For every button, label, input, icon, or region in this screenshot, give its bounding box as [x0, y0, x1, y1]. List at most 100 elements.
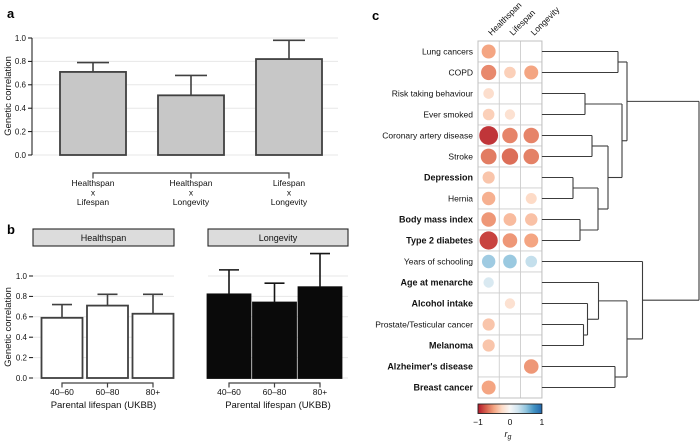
x-category-label: x: [189, 188, 194, 198]
trait-label: Stroke: [448, 152, 473, 162]
trait-label: Ever smoked: [423, 110, 473, 120]
x-category-label: Lifespan: [273, 178, 305, 188]
corr-dot: [502, 233, 518, 248]
x-category-label: Healthspan: [71, 178, 114, 188]
corr-dot: [482, 339, 495, 352]
y-tick-label: 0.6: [16, 313, 28, 322]
trait-label: Risk taking behaviour: [392, 89, 473, 99]
matrix-cell: [498, 82, 522, 105]
corr-dot: [482, 108, 495, 121]
trait-label: Years of schooling: [404, 257, 473, 267]
y-tick-label: 0.4: [15, 104, 27, 113]
matrix-cell: [498, 40, 522, 63]
x-axis-bracket: [61, 382, 154, 388]
y-tick-label: 0.0: [16, 374, 28, 383]
corr-dot: [503, 254, 517, 269]
matrix-cell: [520, 334, 543, 357]
matrix-cell: [498, 334, 522, 357]
matrix-cell: [520, 271, 543, 294]
colorbar-tick-label: −1: [473, 417, 483, 427]
bar: [255, 58, 323, 156]
trait-label: Melanoma: [429, 341, 474, 351]
x-tick-label: 40–60: [217, 387, 241, 397]
x-category-label: Longevity: [173, 197, 210, 207]
trait-label: Depression: [424, 173, 473, 183]
matrix-cell: [498, 376, 522, 399]
corr-dot: [523, 127, 539, 144]
x-tick-label: 80+: [146, 387, 160, 397]
colorbar-tick-label: 0: [508, 417, 513, 427]
x-tick-label: 40–60: [50, 387, 74, 397]
trait-label: Prostate/Testicular cancer: [375, 320, 473, 330]
x-tick-label: 80+: [313, 387, 327, 397]
matrix-cell: [520, 376, 543, 399]
x-category-label: Healthspan: [169, 178, 212, 188]
column-header: Longevity: [529, 4, 562, 37]
y-tick-label: 0.8: [15, 57, 27, 66]
x-axis-title: Parental lifespan (UKBB): [225, 400, 331, 411]
x-category-label: x: [287, 188, 292, 198]
panel-c-letter: c: [372, 8, 380, 23]
trait-label: COPD: [448, 68, 473, 78]
corr-dot: [504, 66, 516, 79]
corr-dot: [481, 64, 497, 81]
x-axis-title: Parental lifespan (UKBB): [51, 400, 157, 411]
corr-dot: [483, 277, 494, 288]
colorbar-tick-label: 1: [540, 417, 545, 427]
corr-dot: [502, 127, 518, 144]
matrix-cell: [498, 271, 522, 294]
bar: [206, 293, 252, 379]
matrix-cell: [520, 82, 543, 105]
corr-dot: [479, 231, 498, 250]
trait-label: Body mass index: [399, 215, 473, 225]
matrix-cell: [477, 355, 500, 378]
matrix-cell: [498, 187, 522, 210]
corr-dot: [525, 255, 538, 268]
matrix-cell: [520, 166, 543, 189]
matrix-cell: [520, 292, 543, 315]
matrix-cell: [520, 103, 543, 126]
corr-dot: [523, 359, 539, 374]
trait-label: Type 2 diabetes: [406, 236, 473, 246]
matrix-cell: [498, 355, 522, 378]
trait-label: Alcohol intake: [411, 299, 473, 309]
matrix-cell: [477, 292, 500, 315]
matrix-cell: [498, 313, 522, 336]
trait-label: Coronary artery disease: [382, 131, 473, 141]
colorbar: [477, 403, 543, 414]
corr-dot: [503, 213, 517, 226]
x-category-label: Longevity: [271, 197, 308, 207]
trait-label: Lung cancers: [422, 47, 473, 57]
y-tick-label: 0.2: [16, 353, 28, 362]
facet-strip: [207, 228, 349, 247]
x-tick-label: 60–80: [263, 387, 287, 397]
corr-dot: [481, 254, 496, 269]
colorbar-title: rg: [504, 429, 511, 441]
panel-a-letter: a: [7, 6, 15, 21]
y-tick-label: 0.8: [16, 292, 28, 301]
x-axis-bracket: [92, 172, 290, 179]
bar: [131, 312, 175, 379]
bar: [252, 301, 297, 379]
bar: [157, 94, 225, 156]
x-category-label: Lifespan: [77, 197, 109, 207]
corr-dot: [481, 44, 496, 59]
trait-label: Alzheimer's disease: [387, 362, 473, 372]
matrix-cell: [498, 166, 522, 189]
y-tick-label: 0.6: [15, 81, 27, 90]
facet-strip: [32, 228, 175, 247]
bar: [40, 316, 84, 379]
facet-strip-label: Longevity: [259, 233, 298, 243]
panel-b-letter: b: [7, 222, 15, 237]
facet-strip-label: Healthspan: [81, 233, 127, 243]
trait-label: Age at menarche: [400, 278, 473, 288]
y-tick-label: 0.0: [15, 151, 27, 160]
corr-dot: [501, 148, 519, 165]
x-axis-bracket: [228, 382, 321, 388]
corr-dot: [482, 318, 495, 331]
y-tick-label: 1.0: [15, 34, 27, 43]
